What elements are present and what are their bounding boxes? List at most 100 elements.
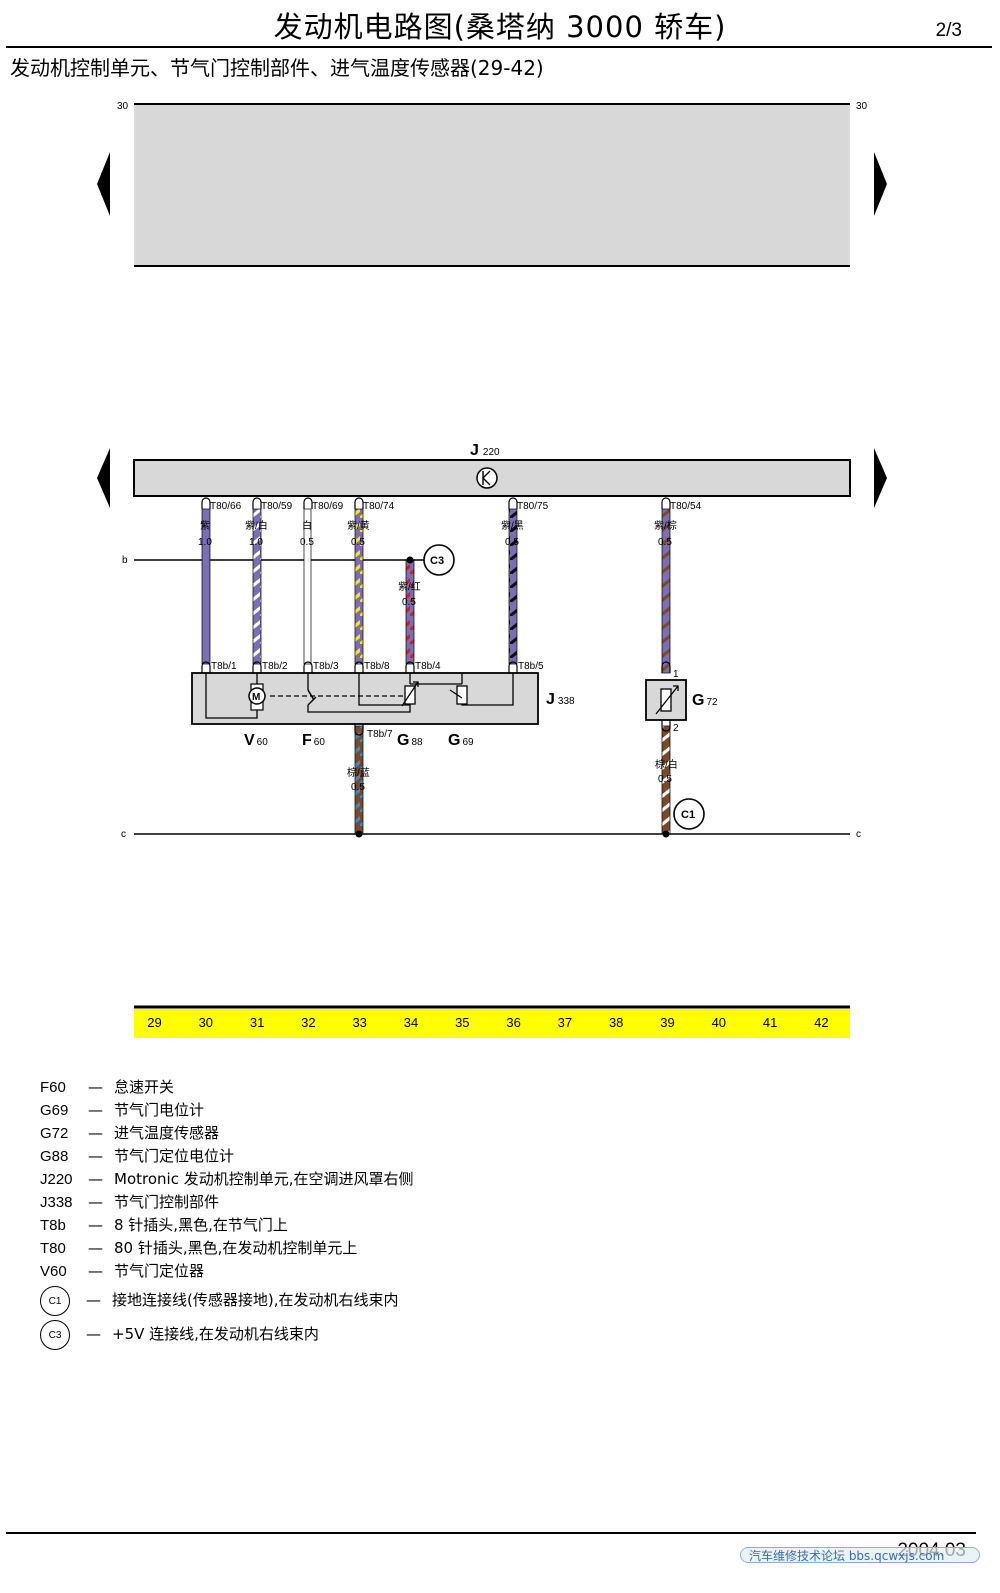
column-number: 34 <box>404 1015 418 1030</box>
column-number: 36 <box>506 1015 520 1030</box>
legend-code: F60 <box>40 1079 66 1096</box>
column-number: 31 <box>250 1015 264 1030</box>
legend-text: +5V 连接线,在发动机右线束内 <box>112 1325 319 1343</box>
pin-connector-icon <box>303 661 313 673</box>
column-number: 32 <box>301 1015 315 1030</box>
legend-row: G72—进气温度传感器 <box>40 1122 413 1145</box>
connector-c3-label: C3 <box>430 555 444 567</box>
legend-dash: — <box>88 1239 103 1257</box>
connector-c1-label: C1 <box>681 809 695 821</box>
legend-text: 节气门定位电位计 <box>114 1147 235 1165</box>
ecu-pin-size: 0.5 <box>505 537 519 548</box>
connector-c1-icon <box>673 798 705 830</box>
legend-row: C1—接地连接线(传感器接地),在发动机右线束内 <box>40 1283 413 1317</box>
sensor-name: G <box>692 692 704 709</box>
ecu-pin-size: 0.5 <box>300 537 314 548</box>
motor-v60-icon <box>248 687 266 705</box>
connector-c3-icon <box>423 544 455 576</box>
ecu-pin-color: 白 <box>302 519 312 532</box>
legend-text: 节气门电位计 <box>114 1101 205 1119</box>
rail-30-left-label: 30 <box>117 101 129 112</box>
component-name: G <box>397 732 409 749</box>
wire-white <box>303 508 312 665</box>
legend-text: 节气门定位器 <box>114 1262 205 1280</box>
ecu-pin-id: T80/75 <box>517 501 549 512</box>
potentiometer-g69-arrow <box>449 689 463 699</box>
pin-connector-icon <box>201 497 211 509</box>
wire-violet-red <box>405 559 415 665</box>
pin-connector-icon <box>661 661 671 673</box>
wire-violet-white <box>252 508 262 665</box>
wire-brown-blue <box>354 725 364 835</box>
legend-row: T8b — 8 针插头,黑色,在节气门上 <box>40 1214 413 1237</box>
legend-dash: — <box>88 1101 103 1119</box>
legend-dash: — <box>88 1147 103 1165</box>
motor-symbol: M <box>252 692 260 703</box>
ecu-name: J <box>470 442 479 459</box>
ecu-pin-id: T80/69 <box>312 501 344 512</box>
legend-row: T80—80 针插头,黑色,在发动机控制单元上 <box>40 1237 413 1260</box>
component-sub: 60 <box>257 737 269 748</box>
c3-wire-color: 紫/红 <box>398 580 421 593</box>
legend-row: F60—怠速开关 <box>40 1076 413 1099</box>
pin-connector-icon <box>508 661 518 673</box>
component-name: G <box>448 732 460 749</box>
t8b-pin-id: T8b/8 <box>364 661 390 672</box>
internal-wiring <box>205 673 514 719</box>
switch-f60-icon <box>307 689 317 706</box>
pin-connector-icon <box>661 497 671 509</box>
component-sub: 60 <box>314 737 326 748</box>
wire-violet-yellow <box>354 508 364 665</box>
column-number: 35 <box>455 1015 469 1030</box>
ecu-pin-color: 紫/黑 <box>501 520 524 532</box>
sensor-wire-color: 棕/白 <box>655 758 678 771</box>
footer-watermark: 汽车维修技术论坛 bbs.qcwxjs.com <box>740 1547 980 1563</box>
component-sub: 88 <box>411 737 423 748</box>
legend-dash: — <box>88 1216 103 1234</box>
ground-wire-size: 0.5 <box>351 782 365 793</box>
ecu-pin-id: T80/59 <box>261 501 293 512</box>
throttle-j338-box <box>191 672 539 725</box>
potentiometer-g88-arrow <box>401 681 419 707</box>
legend-code: T8b <box>40 1217 66 1234</box>
ecu-pin-id: T80/74 <box>363 501 395 512</box>
right-arrow-icon <box>874 448 887 508</box>
ecu-pin-id: T80/54 <box>670 501 702 512</box>
page-number: 2/3 <box>935 20 962 41</box>
footer-rule <box>6 1532 976 1534</box>
column-number: 41 <box>763 1015 777 1030</box>
column-strip <box>134 1009 850 1038</box>
t8b-pin-id: T8b/3 <box>313 661 339 672</box>
column-number: 40 <box>712 1015 726 1030</box>
ecu-transistor-icon <box>482 470 491 486</box>
legend-text: 进气温度传感器 <box>114 1124 220 1142</box>
left-arrow-icon <box>97 448 110 508</box>
sensor-pin-bottom: 2 <box>673 723 679 734</box>
legend-text: 8 针插头,黑色,在节气门上 <box>114 1216 288 1234</box>
diagram-subtitle: 发动机控制单元、节气门控制部件、进气温度传感器(29-42) <box>10 56 544 80</box>
pin-connector-icon <box>252 497 262 509</box>
sensor-sub: 72 <box>706 697 718 708</box>
column-number: 29 <box>147 1015 161 1030</box>
legend-dash: — <box>86 1291 101 1309</box>
throttle-sub: 338 <box>558 696 575 707</box>
legend-row: J338—节气门控制部件 <box>40 1191 413 1214</box>
t8b-pin-id: T8b/1 <box>211 661 237 672</box>
ground-wire-color: 棕/蓝 <box>347 766 370 779</box>
t8b-pin-id: T8b/2 <box>262 661 288 672</box>
ecu-pin-color: 紫 <box>200 520 210 532</box>
legend-code: T80 <box>40 1240 66 1257</box>
legend-dash: — <box>88 1170 103 1188</box>
pin-connector-icon <box>508 497 518 509</box>
legend-dash: — <box>88 1262 103 1280</box>
